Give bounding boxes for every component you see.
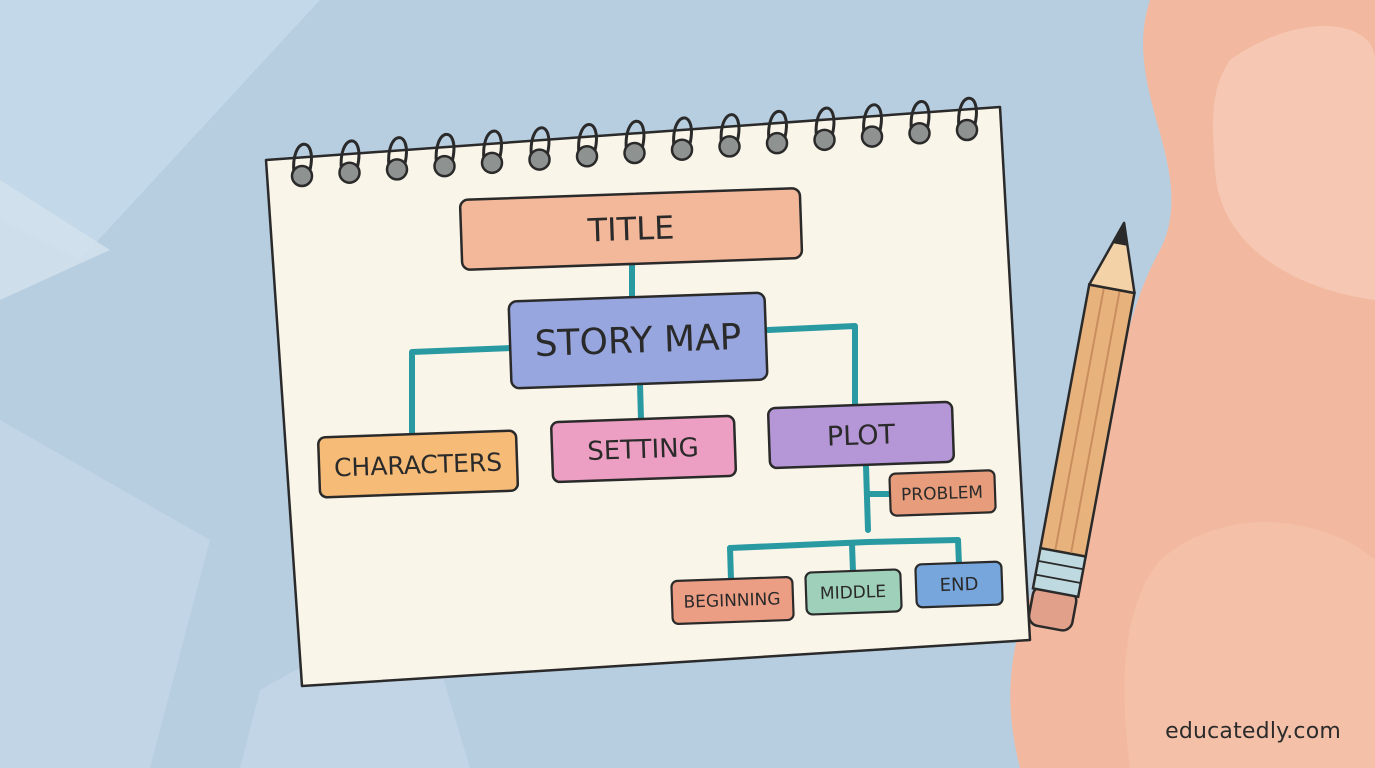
middle-box [804,568,903,616]
connector-center-plot [765,323,858,411]
characters-node: CHARACTERS [317,429,520,499]
beginning-node: BEGINNING [670,575,795,625]
middle-box-label: MIDDLE [820,582,887,604]
problem-box [888,469,997,517]
title-node: TITLE [458,187,804,271]
connector-center-setting [637,381,644,423]
connector-beginning [727,545,734,583]
characters-box [317,429,520,499]
setting-node: SETTING [550,414,738,484]
connector-center-characters [409,345,515,443]
end-box [914,560,1004,609]
end-box-label: END [939,574,978,596]
setting-box-label: SETTING [587,433,699,467]
setting-box [550,414,738,484]
watermark: educatedly.com [1165,719,1341,744]
story-map-box [507,291,769,390]
connector-end [955,537,962,567]
spiral-binding-icon [290,96,979,188]
title-box [458,187,804,271]
story-map-box-label: STORY MAP [534,317,742,365]
connectors [409,262,962,583]
plot-box-label: PLOT [826,419,896,452]
plot-box [766,400,956,470]
problem-box-label: PROBLEM [901,483,984,506]
end-node: END [914,560,1004,609]
characters-box-label: CHARACTERS [334,448,503,483]
middle-node: MIDDLE [804,568,903,616]
pencil-icon [1027,221,1136,632]
plot-node: PLOT [766,400,956,470]
problem-node: PROBLEM [888,469,997,517]
connector-horizontal-bar [727,537,961,551]
title-box-label: TITLE [586,208,675,249]
connector-plot-down [863,463,871,533]
beginning-box [670,575,795,625]
beginning-box-label: BEGINNING [683,589,781,612]
connector-middle [849,541,856,575]
story-map-node: STORY MAP [507,291,769,390]
